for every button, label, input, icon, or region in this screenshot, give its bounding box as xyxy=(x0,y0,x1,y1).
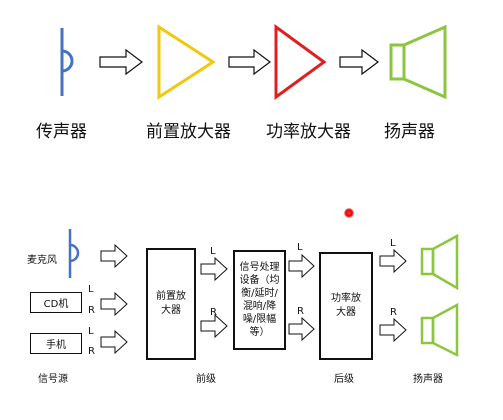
processor-box-line: 衡/延时/ xyxy=(241,288,278,299)
cd-player-box: CD机 xyxy=(30,292,82,313)
processor-box-line: 噪/限幅 xyxy=(242,314,277,325)
preamp-box-line: 前置放 xyxy=(156,291,186,302)
power-amp-label: 功率放大器 xyxy=(266,122,351,142)
output-right-channel-label: R xyxy=(390,307,397,318)
arrow-icon xyxy=(288,316,315,342)
cd-right-channel-label: R xyxy=(88,305,95,316)
speaker-icon xyxy=(389,24,447,100)
processor-box-line: 混响/降 xyxy=(242,301,277,312)
arrow-icon xyxy=(288,253,315,279)
power-amp-box: 功率放 大器 xyxy=(319,252,373,360)
laser-pointer-dot xyxy=(344,208,354,218)
processor-box-line: 信号处理 xyxy=(239,262,280,273)
phone-left-channel-label: L xyxy=(88,326,94,337)
arrow-icon xyxy=(379,248,407,274)
output-left-channel-label: L xyxy=(390,238,396,249)
signal-source-label: 信号源 xyxy=(38,374,68,385)
signal-processor-box: 信号处理 设备（均 衡/延时/ 混响/降 噪/限幅 等） xyxy=(233,250,286,350)
processor-box-line: 等） xyxy=(249,327,270,338)
arrow-icon xyxy=(379,317,407,343)
phone-box: 手机 xyxy=(30,333,82,354)
preamp-triangle-icon xyxy=(157,24,216,100)
speaker-icon xyxy=(420,233,459,291)
arrow-icon xyxy=(339,48,379,76)
microphone-icon xyxy=(68,229,80,278)
processor-left-channel-label: L xyxy=(297,242,303,253)
microphone-label: 传声器 xyxy=(36,122,87,142)
cd-left-channel-label: L xyxy=(88,284,94,295)
preamp-label: 前置放大器 xyxy=(146,122,231,142)
arrow-icon xyxy=(99,48,143,76)
phone-right-channel-label: R xyxy=(88,346,95,357)
arrow-icon xyxy=(200,256,228,282)
arrow-icon xyxy=(100,291,128,317)
microphone-source-label: 麦克风 xyxy=(27,255,57,266)
arrow-icon xyxy=(228,48,271,76)
phone-label: 手机 xyxy=(46,340,66,351)
preamp-box: 前置放 大器 xyxy=(146,248,196,360)
back-stage-label: 后级 xyxy=(334,374,354,385)
power-amp-box-line: 大器 xyxy=(336,307,356,318)
power-amp-triangle-icon xyxy=(274,24,327,100)
arrow-icon xyxy=(100,329,128,355)
speaker-label: 扬声器 xyxy=(384,122,435,142)
cd-player-label: CD机 xyxy=(43,299,69,310)
processor-right-channel-label: R xyxy=(297,306,304,317)
arrow-icon xyxy=(200,313,228,339)
processor-box-line: 设备（均 xyxy=(239,275,280,286)
preamp-box-line: 大器 xyxy=(161,305,181,316)
arrow-icon xyxy=(100,243,128,269)
microphone-icon xyxy=(60,28,74,96)
speaker-icon xyxy=(420,302,459,358)
power-amp-box-line: 功率放 xyxy=(331,293,361,304)
preamp-left-channel-label: L xyxy=(210,246,216,257)
front-stage-label: 前级 xyxy=(196,374,216,385)
preamp-right-channel-label: R xyxy=(210,307,217,318)
speaker-output-label: 扬声器 xyxy=(413,374,443,385)
